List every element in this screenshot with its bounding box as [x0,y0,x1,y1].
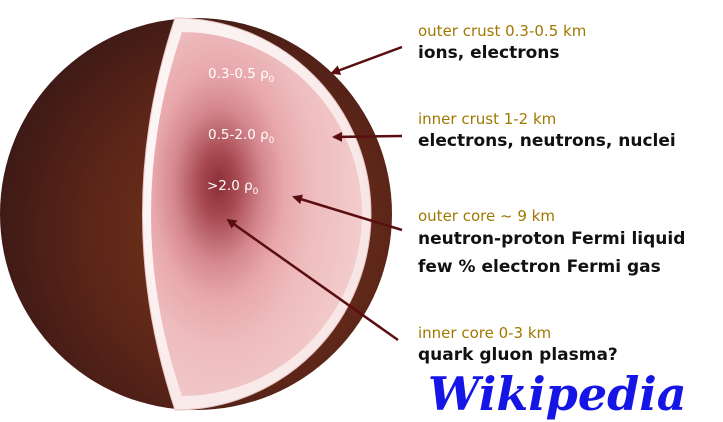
layer-content-inner-core: quark gluon plasma? [418,345,618,365]
layer-name-inner-crust: inner crust 1-2 km [418,110,556,128]
zone-label-inner-crust: 0.5-2.0 ρ0 [208,127,275,146]
zone-label-core: >2.0 ρ0 [207,178,259,197]
arrow-inner-crust [332,131,403,142]
arrow-inner-core [226,218,399,342]
arrow-outer-core [292,194,403,232]
layer-content-outer-crust: ions, electrons [418,43,559,63]
wikipedia-watermark: Wikipedia [428,367,687,421]
layer-name-outer-core: outer core ~ 9 km [418,207,555,225]
layer-content-outer-core-2: few % electron Fermi gas [418,257,661,277]
inner-layers-cut [151,32,362,396]
arrow-outer-crust [330,45,403,75]
layer-content-inner-crust: electrons, neutrons, nuclei [418,131,676,151]
layer-name-inner-core: inner core 0-3 km [418,324,551,342]
layer-content-outer-core-1: neutron-proton Fermi liquid [418,229,685,249]
zone-label-outer-crust: 0.3-0.5 ρ0 [208,66,275,85]
layer-name-outer-crust: outer crust 0.3-0.5 km [418,22,586,40]
